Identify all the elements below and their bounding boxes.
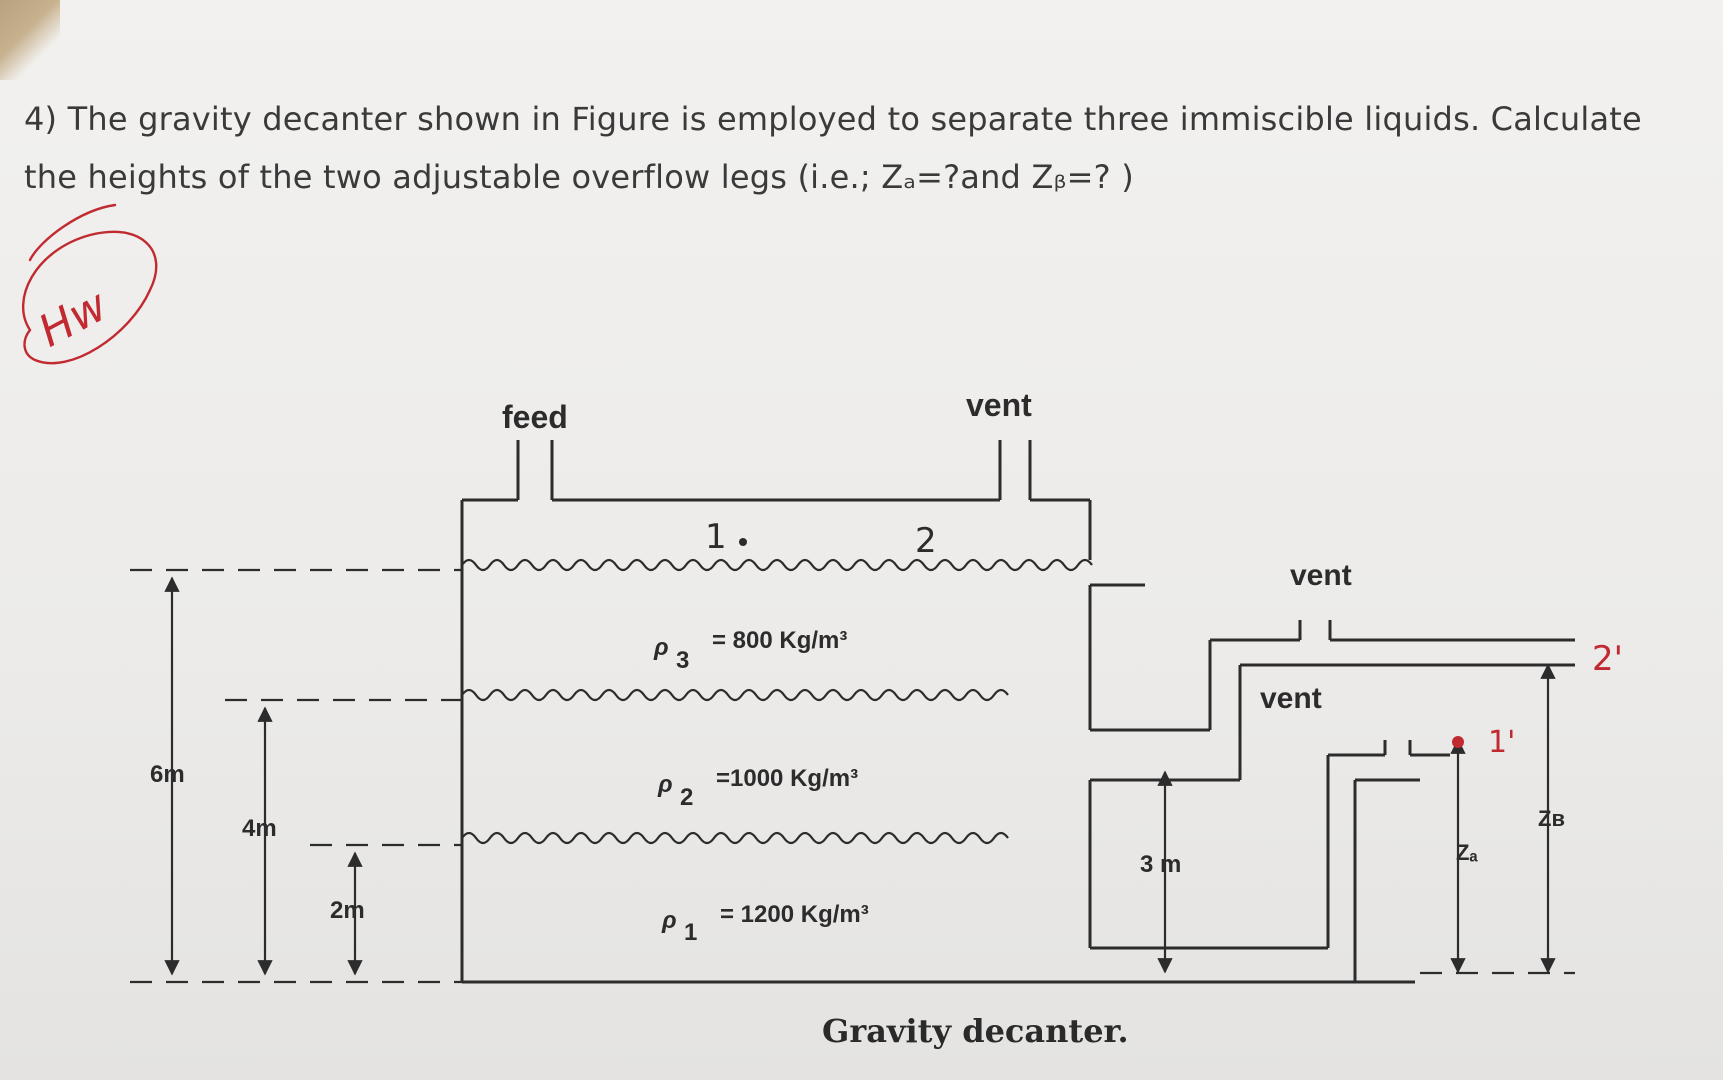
hw-point-1-dot [739,538,747,546]
dim-4m-label: 4m [242,815,277,842]
dim-za-label: Zₐ [1456,840,1478,865]
decanter-vessel [460,440,1575,984]
dim-3m-label: 3 m [1140,851,1181,878]
density-1-value: = 1200 Kg/m³ [720,901,869,928]
dim-6m-label: 6m [150,761,185,788]
density-label-2: ρ 2 =1000 Kg/m³ [657,765,858,811]
dim-2m-label: 2m [330,897,365,924]
question-line-1: 4) The gravity decanter shown in Figure … [24,100,1642,138]
density-1-symbol: ρ [661,907,677,934]
vent-top-label: vent [966,387,1032,423]
density-3-value: = 800 Kg/m³ [712,627,847,654]
density-2-subscript: 2 [680,784,693,811]
hw-point-2: 2 [915,521,937,561]
density-label-3: ρ 3 = 800 Kg/m³ [653,627,847,674]
hw-note-text: Hw [31,279,117,357]
density-2-symbol: ρ [657,771,673,798]
top-surface-wave [461,558,1093,572]
vent-right-label: vent [1290,559,1352,592]
figure-caption: Gravity decanter. [822,1012,1129,1050]
density-2-value: =1000 Kg/m³ [716,765,858,792]
hw-point-1-prime-dot [1452,736,1464,748]
interface-2-1-wave [461,831,1009,845]
handwritten-points: 1 2 1' 2' [705,517,1623,760]
handwritten-hw-note: Hw [21,203,158,365]
density-1-subscript: 1 [684,919,697,946]
hw-point-2-prime: 2' [1592,639,1623,679]
hw-point-1: 1 [705,517,727,557]
vent-inner-label: vent [1260,682,1322,715]
hw-circle-outline [21,230,158,365]
hw-pen-stroke [28,203,117,262]
feed-label: feed [502,399,568,435]
hw-point-1-prime: 1' [1488,725,1515,760]
density-label-1: ρ 1 = 1200 Kg/m³ [661,901,869,946]
density-3-symbol: ρ [653,634,669,661]
dimension-lines [164,576,1556,976]
density-3-subscript: 3 [676,647,689,674]
interface-3-2-wave [461,688,1009,702]
question-line-2: the heights of the two adjustable overfl… [24,158,1134,196]
page-corner-texture [0,0,60,80]
dim-zb-label: Zв [1538,806,1565,831]
liquid-interfaces [461,558,1093,845]
